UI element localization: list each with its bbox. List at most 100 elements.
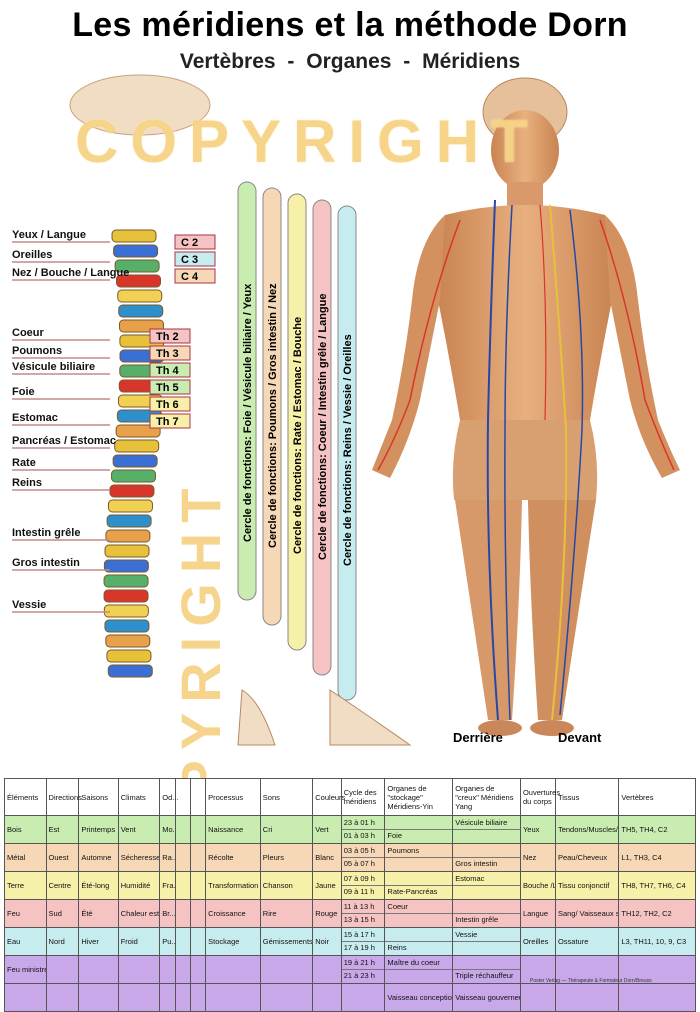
table-subcell: Maître du coeur bbox=[385, 957, 452, 970]
watermark-horizontal: COPYRIGHT bbox=[75, 108, 540, 175]
table-cell bbox=[618, 983, 696, 1012]
table-header-cell: Climats bbox=[117, 778, 161, 816]
vertebra-tag: Th 5 bbox=[156, 382, 179, 394]
vertebra-block bbox=[105, 529, 151, 543]
table-header-cell: Processus bbox=[205, 778, 261, 816]
table-cell: Printemps bbox=[78, 815, 119, 844]
vertebra-block bbox=[103, 574, 149, 588]
table-subcell: 17 à 19 h bbox=[343, 943, 375, 952]
vertebra-tag-box bbox=[174, 268, 216, 284]
table-subcell: 01 à 03 h bbox=[343, 831, 375, 840]
table-header-cell: Éléments bbox=[4, 778, 47, 816]
page-subtitle: Vertèbres - Organes - Méridiens bbox=[179, 50, 521, 73]
table-subcell: Estomac bbox=[453, 873, 520, 886]
organ-label: Intestin grêle bbox=[12, 527, 80, 539]
table-cell bbox=[174, 899, 191, 928]
table-subcell: Foie bbox=[387, 831, 402, 840]
organ-label: Oreilles bbox=[12, 249, 52, 261]
table-header-cell: Cycle des méridiens bbox=[340, 778, 386, 816]
vertebra-block bbox=[111, 229, 157, 243]
table-subcell: 05 à 07 h bbox=[343, 859, 375, 868]
table-cell: Vent bbox=[117, 815, 161, 844]
table-subcell: Rate-Pancréas bbox=[387, 887, 438, 896]
organ-label: Nez / Bouche / Langue bbox=[12, 267, 129, 279]
table-cell: Été-long bbox=[78, 871, 119, 900]
table-cell: TH5, TH4, C2 bbox=[618, 815, 696, 844]
table-cell bbox=[45, 983, 80, 1012]
table-cell: Hiver bbox=[78, 927, 119, 956]
vertebra-tag-box bbox=[149, 362, 191, 378]
table-header-cell: Ouvertures du corps bbox=[519, 778, 560, 816]
table-cell: Croissance bbox=[205, 899, 261, 928]
table-cell: Sang/ Vaisseaux sanguins bbox=[554, 899, 620, 928]
table-subcell: 11 à 13 h bbox=[342, 901, 384, 914]
table-row: BoisEstPrintempsVentMo...NaissanceCriVer… bbox=[4, 815, 696, 844]
table-cell-split: Rate-Pancréas bbox=[384, 871, 454, 900]
table-cell bbox=[174, 983, 191, 1012]
vertebra-tag: C 4 bbox=[181, 271, 199, 283]
table-cell bbox=[117, 983, 161, 1012]
vertebra-block bbox=[113, 244, 159, 258]
table-cell-split bbox=[340, 983, 386, 1012]
table-subcell: 19 à 21 h bbox=[342, 957, 384, 970]
table-cell bbox=[78, 983, 119, 1012]
table-header-cell: Organes de "stockage" Méridiens-Yin bbox=[384, 778, 454, 816]
table-row: TerreCentreÉté-longHumiditéFra...Transfo… bbox=[4, 871, 696, 900]
table-cell bbox=[554, 955, 620, 984]
vertebra-block bbox=[111, 469, 157, 483]
table-cell bbox=[174, 955, 191, 984]
vertebra-block bbox=[118, 304, 164, 318]
table-cell: Ra... bbox=[159, 843, 176, 872]
table-cell bbox=[174, 927, 191, 956]
table-subcell bbox=[385, 929, 452, 942]
vertebra-tag: Th 3 bbox=[156, 348, 179, 360]
table-cell: Feu ministre bbox=[4, 955, 47, 984]
table-cell: Yeux bbox=[519, 815, 556, 844]
vertebra-tag-box bbox=[174, 251, 216, 267]
organ-label: Pancréas / Estomac bbox=[12, 435, 116, 447]
table-cell bbox=[159, 983, 176, 1012]
table-subcell: Vessie bbox=[453, 929, 520, 942]
organ-label: Vésicule biliaire bbox=[12, 361, 95, 373]
table-cell: Br... bbox=[159, 899, 176, 928]
vertebra-tag-box bbox=[149, 379, 191, 395]
vertebra-tag: Th 2 bbox=[156, 331, 179, 343]
organ-label: Vessie bbox=[12, 599, 46, 611]
table-cell: Chaleur estivale bbox=[117, 899, 161, 928]
vertebra-block bbox=[107, 499, 153, 513]
table-cell bbox=[618, 955, 696, 984]
vertebra-block bbox=[103, 559, 149, 573]
table-subcell bbox=[342, 992, 384, 1004]
table-subcell: 03 à 05 h bbox=[342, 845, 384, 858]
table-cell bbox=[174, 815, 191, 844]
table-header-cell: Od... bbox=[159, 778, 179, 816]
table-cell bbox=[45, 955, 80, 984]
table-subcell: Coeur bbox=[385, 901, 452, 914]
table-cell: L3, TH11, 10, 9, C3 bbox=[618, 927, 696, 956]
table-cell: Naissance bbox=[205, 815, 261, 844]
foot-sketch-right bbox=[329, 689, 412, 746]
page-title: Les méridiens et la méthode Dorn bbox=[72, 6, 628, 44]
table-subcell bbox=[453, 957, 520, 970]
table-cell-split: Vaisseau conception bbox=[384, 983, 454, 1012]
table-cell: Pu... bbox=[159, 927, 176, 956]
function-circle-label: Cercle de fonctions: Rate / Estomac / Bo… bbox=[292, 317, 304, 554]
table-cell-split: Coeur bbox=[384, 899, 454, 928]
spine-column bbox=[103, 229, 165, 678]
table-cell: Vert bbox=[312, 815, 342, 844]
function-circle-bar bbox=[287, 193, 307, 651]
table-subcell: Intestin grêle bbox=[455, 915, 499, 924]
label-back: Derrière bbox=[453, 730, 503, 745]
meridian-diagram: Cercle de fonctions: Foie / Vésicule bil… bbox=[12, 74, 680, 746]
table-subcell bbox=[454, 886, 520, 898]
table-cell: TH12, TH2, C2 bbox=[618, 899, 696, 928]
table-cell bbox=[189, 955, 207, 984]
table-subcell: Vésicule biliaire bbox=[453, 817, 520, 830]
table-cell-split: Maître du coeur bbox=[384, 955, 454, 984]
function-circle-label: Cercle de fonctions: Reins / Vessie / Or… bbox=[342, 334, 354, 566]
table-cell: Tendons/Muscles/ Ligaments bbox=[554, 815, 620, 844]
